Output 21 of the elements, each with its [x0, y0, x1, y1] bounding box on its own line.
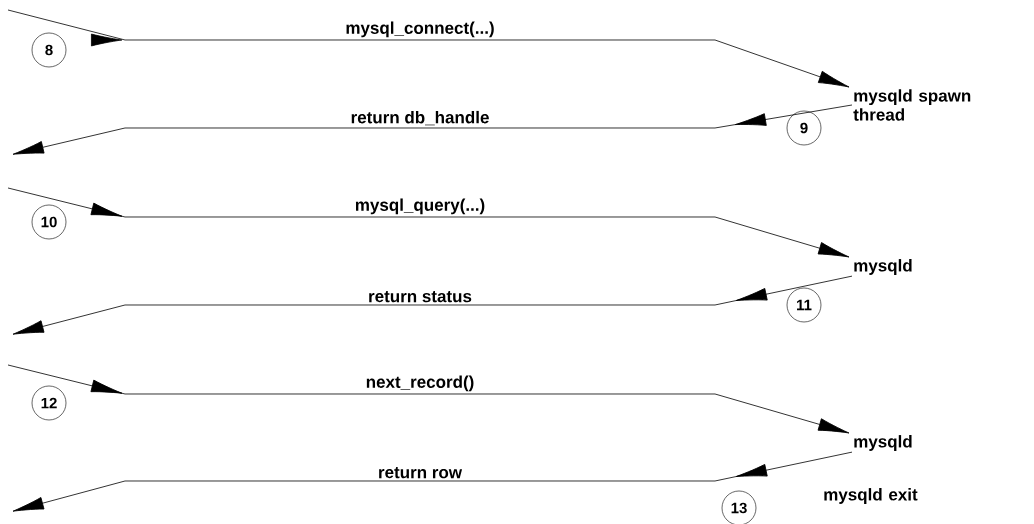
- callout-number: 13: [721, 490, 757, 524]
- process-label: mysqld: [854, 259, 912, 275]
- edge-label: next_record(): [364, 374, 476, 393]
- edge-label: mysql_connect(...): [344, 20, 496, 39]
- callout-number: 8: [31, 32, 67, 68]
- arrow: [12, 275, 853, 335]
- arrow: [7, 364, 850, 434]
- edge-label: return db_handle: [349, 109, 491, 127]
- callout-number: 11: [786, 287, 822, 323]
- callout-number: 9: [786, 110, 822, 146]
- callout-number: 10: [31, 204, 67, 240]
- edge-label: return row: [377, 466, 464, 480]
- process-label: mysqld: [854, 435, 912, 451]
- arrow: [7, 187, 850, 258]
- arrow: [12, 451, 853, 512]
- edge-label: return status: [367, 290, 473, 304]
- edge-label: mysql_query(...): [353, 197, 487, 216]
- arrow: [12, 104, 853, 155]
- process-label: mysqld exit: [824, 488, 918, 504]
- process-label: mysqld spawn thread: [853, 89, 971, 121]
- callout-number: 12: [31, 385, 67, 421]
